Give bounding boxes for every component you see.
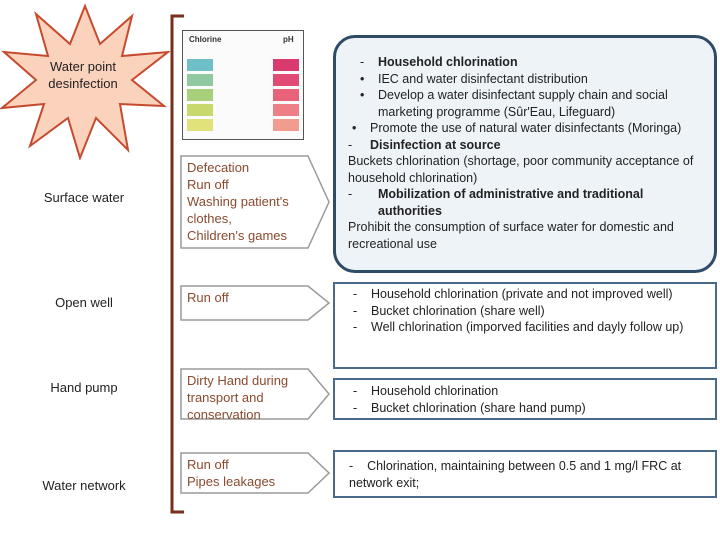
action-text: Buckets chlorination (shortage, poor com…	[348, 154, 694, 185]
action-item: -Bucket chlorination (share well)	[353, 303, 545, 318]
cause-lines: Run off Pipes leakages	[187, 457, 276, 489]
kit-swatch-row	[187, 59, 299, 72]
chlorine-swatch	[187, 89, 213, 101]
kit-header-chlorine: Chlorine	[189, 35, 222, 44]
actions-surface-water: -Household chlorination •IEC and water d…	[333, 35, 717, 273]
chlorine-ph-test-kit: Chlorine pH	[182, 30, 304, 140]
action-item: -Mobilization of administrative and trad…	[348, 187, 644, 218]
kit-swatch-row	[187, 74, 299, 87]
source-open-well: Open well	[55, 295, 113, 310]
chlorine-swatch	[187, 104, 213, 116]
action-item: •IEC and water disinfectant distribution	[360, 71, 588, 86]
action-text: Prohibit the consumption of surface wate…	[348, 220, 674, 251]
chlorine-swatch	[187, 119, 213, 131]
chlorine-swatch	[187, 74, 213, 86]
ph-swatch	[273, 74, 299, 86]
cause-text: Dirty Hand during transport and conserva…	[187, 372, 288, 423]
action-item: -Disinfection at source	[348, 137, 501, 152]
water-point-disinfection-burst: Water point desinfection	[0, 0, 172, 162]
action-item: -Well chlorination (imporved facilities …	[353, 320, 684, 334]
bracket-divider	[168, 14, 186, 514]
actions-water-network: - Chlorination, maintaining between 0.5 …	[333, 450, 717, 498]
ph-swatch	[273, 119, 299, 131]
kit-swatch-row	[187, 104, 299, 117]
chlorine-swatch	[187, 59, 213, 71]
action-item: -Bucket chlorination (share hand pump)	[353, 400, 586, 415]
actions-open-well: -Household chlorination (private and not…	[333, 282, 717, 369]
action-item: •Promote the use of natural water disinf…	[352, 121, 682, 135]
ph-swatch	[273, 104, 299, 116]
action-item: •Develop a water disinfectant supply cha…	[360, 88, 668, 119]
actions-hand-pump: -Household chlorination -Bucket chlorina…	[333, 378, 717, 420]
action-item: -Household chlorination	[360, 55, 518, 69]
action-item: -Household chlorination (private and not…	[353, 287, 673, 301]
ph-swatch	[273, 89, 299, 101]
source-hand-pump: Hand pump	[50, 380, 118, 395]
action-item: - Chlorination, maintaining between 0.5 …	[349, 459, 682, 490]
source-surface-water: Surface water	[43, 190, 125, 205]
cause-text: Run off Pipes leakages	[187, 456, 275, 490]
kit-header-ph: pH	[283, 35, 294, 44]
cause-text: Run off	[187, 289, 229, 306]
cause-open-well: Run off	[180, 285, 330, 321]
source-water-network: Water network	[42, 478, 126, 493]
cause-text: Defecation Run off Washing patient's clo…	[187, 159, 289, 244]
kit-swatch-row	[187, 119, 299, 132]
cause-surface-water: Defecation Run off Washing patient's clo…	[180, 155, 330, 249]
cause-hand-pump: Dirty Hand during transport and conserva…	[180, 368, 330, 423]
kit-swatch-row	[187, 89, 299, 102]
ph-swatch	[273, 59, 299, 71]
disinfection-label: Water point desinfection	[48, 59, 118, 91]
cause-lines: Run off	[187, 290, 229, 305]
action-item: -Household chlorination	[353, 384, 499, 398]
cause-lines: Defecation Run off Washing patient's clo…	[187, 160, 289, 243]
cause-water-network: Run off Pipes leakages	[180, 452, 330, 494]
cause-lines: Dirty Hand during transport and conserva…	[187, 373, 289, 422]
